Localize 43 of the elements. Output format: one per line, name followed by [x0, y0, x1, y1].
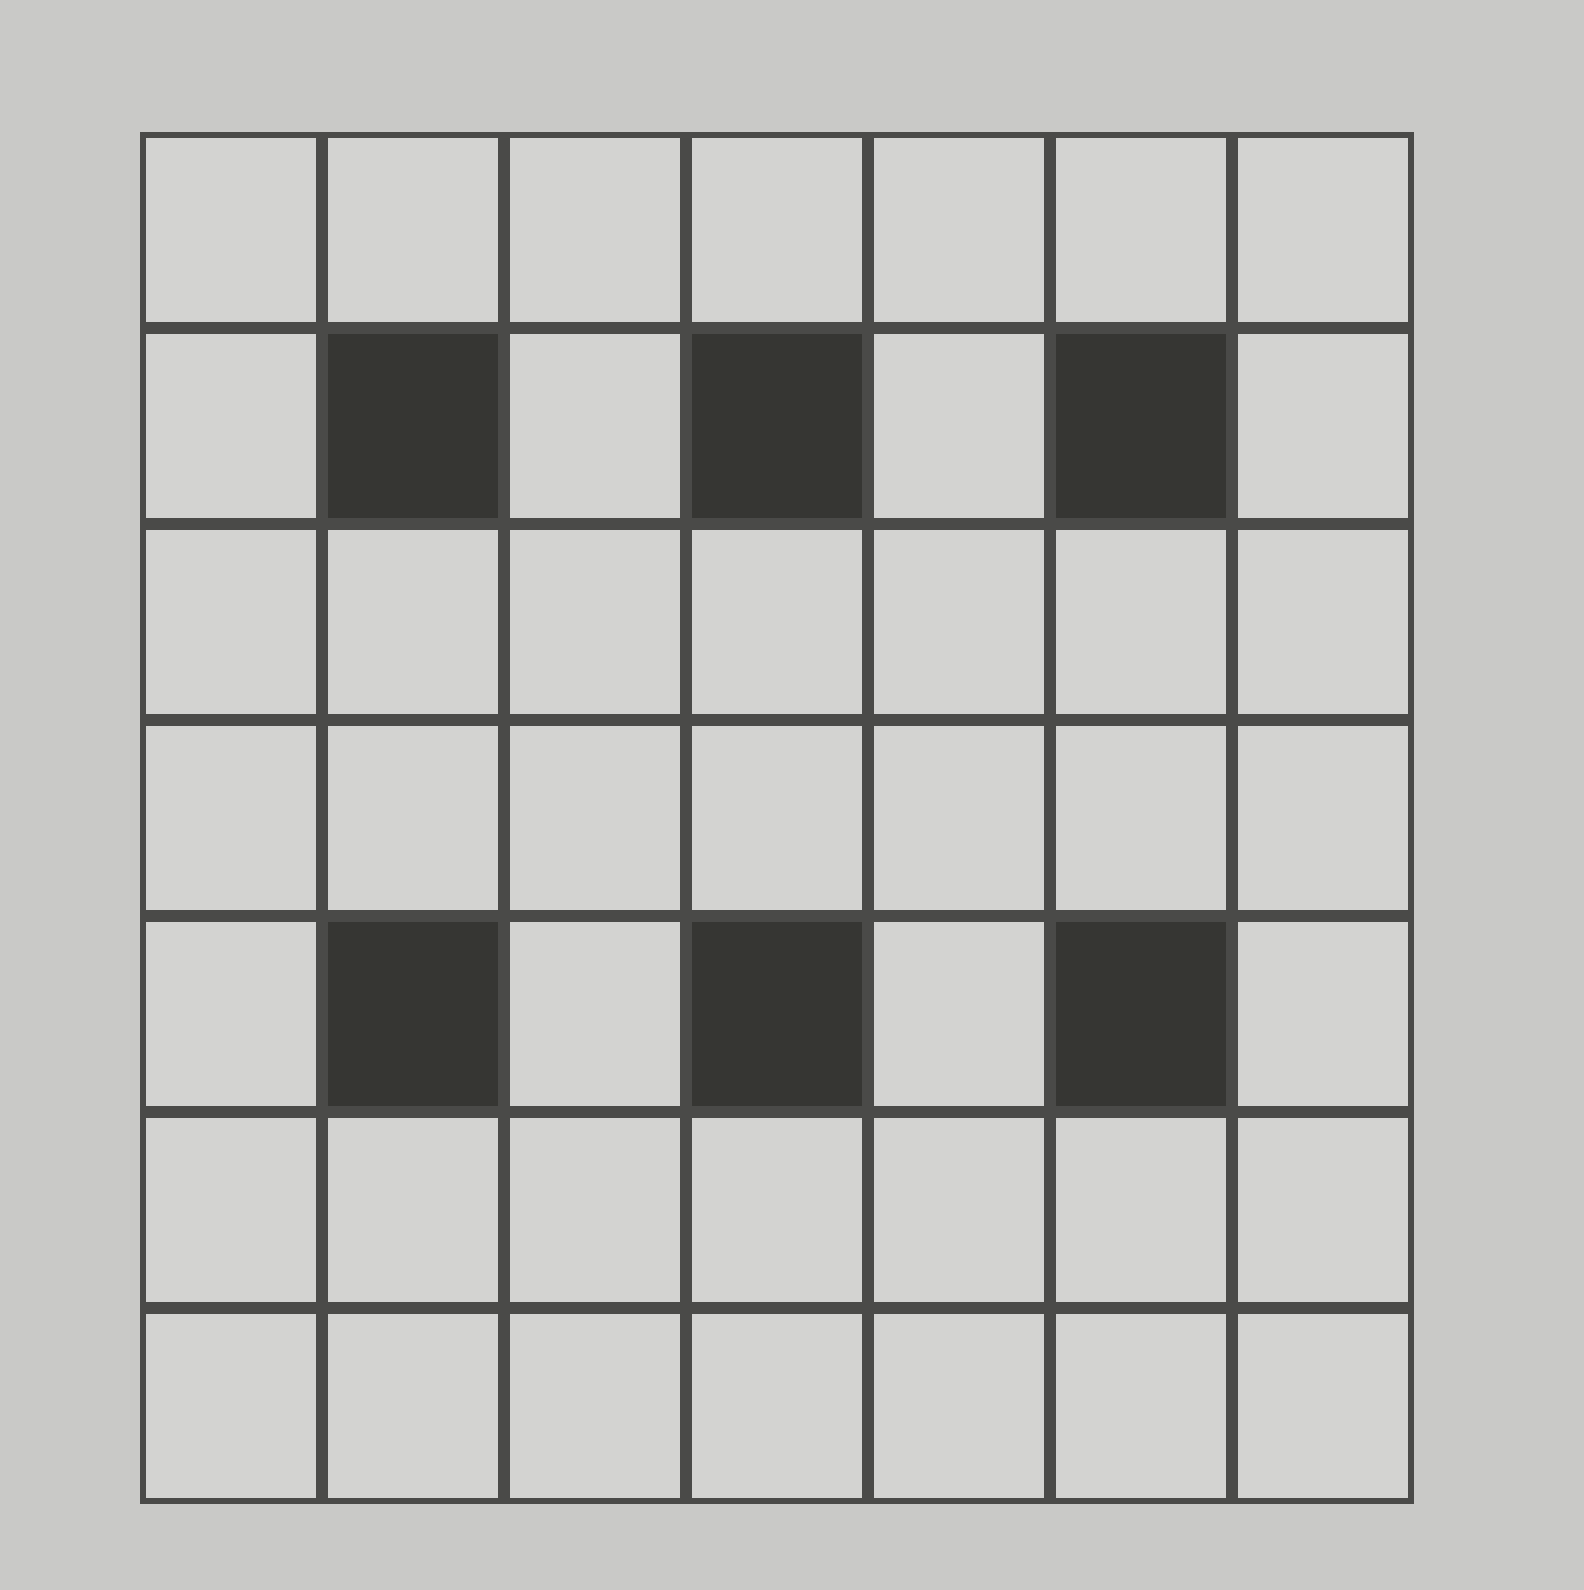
grid-square: [146, 726, 316, 910]
grid-square: [510, 530, 680, 714]
grid-square: [146, 334, 316, 518]
grid-square: [1056, 530, 1226, 714]
grid-square: [146, 530, 316, 714]
grid-square: [874, 922, 1044, 1106]
grid-square: [692, 138, 862, 322]
grid-square: [1238, 530, 1408, 714]
grid-square: [510, 138, 680, 322]
grid-square: [328, 1314, 498, 1498]
grid-square: [328, 138, 498, 322]
grid-square: [510, 922, 680, 1106]
grid-square: [146, 922, 316, 1106]
grid-square: [1238, 1314, 1408, 1498]
grid-square: [146, 138, 316, 322]
grid-square: [1238, 922, 1408, 1106]
grid-square: [874, 138, 1044, 322]
grid-square: [874, 530, 1044, 714]
grid-square: [510, 1118, 680, 1302]
grid-square: [328, 726, 498, 910]
grid-square: [1238, 138, 1408, 322]
grid-square: [1238, 726, 1408, 910]
grid-square: [1056, 726, 1226, 910]
grid-square: [1238, 334, 1408, 518]
grid-square: [510, 1314, 680, 1498]
grid-square: [1056, 138, 1226, 322]
grid-square: [1056, 1314, 1226, 1498]
grid-square: [874, 334, 1044, 518]
grid-square: [874, 1314, 1044, 1498]
grid-square: [1056, 1118, 1226, 1302]
grid-square: [146, 1314, 316, 1498]
grid-square: [692, 1118, 862, 1302]
grid-square: [1238, 1118, 1408, 1302]
grid-square: [692, 1314, 862, 1498]
grid-square: [874, 726, 1044, 910]
grid-square: [146, 1118, 316, 1302]
grid-square: [692, 530, 862, 714]
grid-square: [692, 726, 862, 910]
grid-square: [328, 530, 498, 714]
grid-square: [328, 1118, 498, 1302]
grid-square: [510, 726, 680, 910]
grid-square: [510, 334, 680, 518]
grid-square: [874, 1118, 1044, 1302]
